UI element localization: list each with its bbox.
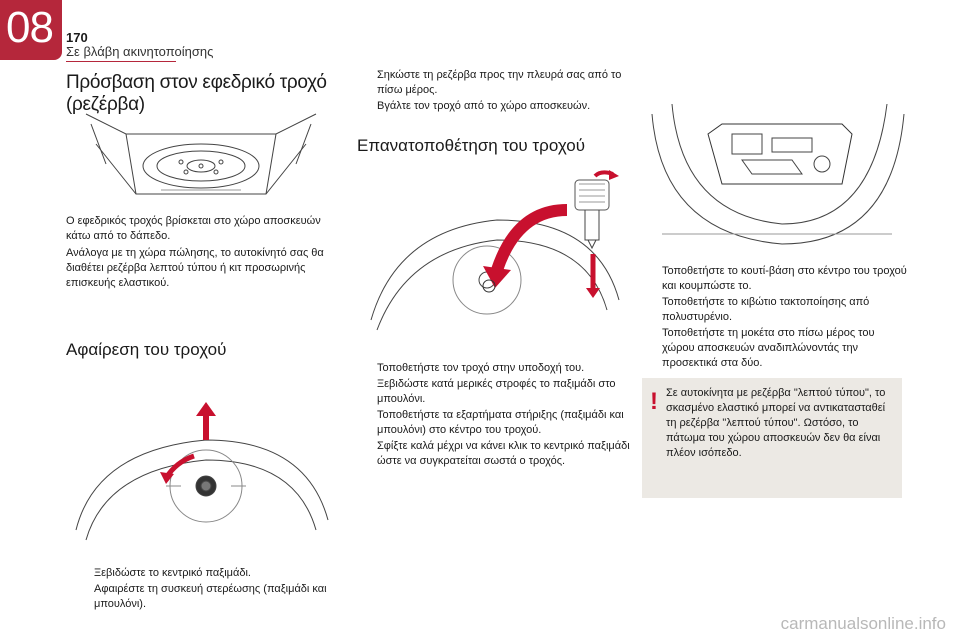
removal-steps-continued: Σηκώστε τη ρεζέρβα προς την πλευρά σας α… bbox=[361, 68, 631, 115]
section-title-removal: Αφαίρεση του τροχού bbox=[66, 340, 227, 359]
chapter-tab: 08 bbox=[0, 0, 62, 60]
wheel-removal-illustration bbox=[75, 402, 329, 541]
warning-note: ! Σε αυτοκίνητα με ρεζέρβα "λεπτού τύπου… bbox=[642, 378, 902, 498]
tools-steps: Τοποθετήστε το κουτί-βάση στο κέντρο του… bbox=[646, 264, 908, 372]
list-item: Βγάλτε τον τροχό από το χώρο αποσκευών. bbox=[377, 100, 591, 112]
list-item: Τοποθετήστε τα εξαρτήματα στήριξης (παξι… bbox=[377, 409, 624, 436]
list-item: Ξεβιδώστε κατά μερικές στροφές το παξιμά… bbox=[377, 378, 616, 405]
list-item: Τοποθετήστε το κιβώτιο τακτοποίησης από … bbox=[662, 296, 870, 323]
wheel-refit-illustration bbox=[370, 170, 620, 331]
chapter-number: 08 bbox=[6, 3, 54, 52]
tool-box-illustration bbox=[651, 103, 905, 245]
list-item: Σφίξτε καλά μέχρι να κάνει κλικ το κεντρ… bbox=[377, 440, 630, 467]
chapter-title: Σε βλάβη ακινητοποίησης bbox=[66, 44, 214, 59]
section-title-access: Πρόσβαση στον εφεδρικό τροχό (ρεζέρβα) bbox=[66, 72, 327, 115]
removal-steps: Ξεβιδώστε το κεντρικό παξιμάδι. Αφαιρέστ… bbox=[78, 566, 350, 613]
list-item: Ξεβιδώστε το κεντρικό παξιμάδι. bbox=[94, 567, 251, 579]
list-item: Σηκώστε τη ρεζέρβα προς την πλευρά σας α… bbox=[377, 69, 622, 96]
watermark: carmanualsonline.info bbox=[780, 614, 946, 633]
trunk-illustration bbox=[85, 113, 317, 195]
page-number: 170 bbox=[66, 30, 88, 45]
section-title-refit: Επανατοποθέτηση του τροχού bbox=[357, 136, 586, 155]
list-item: Τοποθετήστε τη μοκέτα στο πίσω μέρος του… bbox=[662, 327, 875, 369]
list-item: Τοποθετήστε το κουτί-βάση στο κέντρο του… bbox=[662, 265, 907, 292]
warning-icon: ! bbox=[650, 388, 658, 415]
list-item: Τοποθετήστε τον τροχό στην υποδοχή του. bbox=[377, 362, 585, 374]
access-paragraph-1: Ο εφεδρικός τροχός βρίσκεται στο χώρο απ… bbox=[66, 215, 321, 242]
access-paragraph-2: Ανάλογα με τη χώρα πώλησης, το αυτοκίνητ… bbox=[66, 247, 324, 289]
refit-steps: Τοποθετήστε τον τροχό στην υποδοχή του. … bbox=[361, 361, 633, 470]
list-item: Αφαιρέστε τη συσκευή στερέωσης (παξιμάδι… bbox=[94, 583, 327, 610]
note-text: Σε αυτοκίνητα με ρεζέρβα "λεπτού τύπου",… bbox=[666, 387, 886, 459]
title-rule bbox=[66, 61, 176, 62]
